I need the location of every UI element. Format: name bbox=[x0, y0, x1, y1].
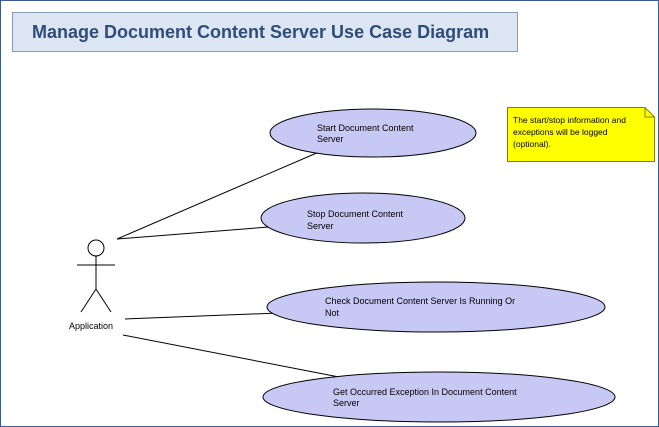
note-shape bbox=[507, 107, 655, 162]
association-line-start bbox=[116, 151, 320, 240]
use-case-label-line1: Stop Document Content bbox=[307, 209, 404, 219]
association-line-check bbox=[124, 312, 280, 320]
use-case-start-server[interactable]: Start Document Content Server bbox=[269, 108, 477, 158]
use-case-stop-server[interactable]: Stop Document Content Server bbox=[260, 192, 466, 244]
use-case-label-line2: Not bbox=[325, 308, 340, 318]
use-case-check-running[interactable]: Check Document Content Server Is Running… bbox=[266, 281, 606, 333]
actor-label: Application bbox=[69, 321, 113, 331]
diagram-title: Manage Document Content Server Use Case … bbox=[12, 12, 518, 52]
actor-application[interactable]: Application bbox=[69, 239, 115, 331]
association-line-exception bbox=[122, 334, 340, 378]
association-line-stop bbox=[116, 226, 270, 240]
note-fold bbox=[644, 107, 655, 118]
actor-head bbox=[87, 239, 105, 257]
note[interactable]: The start/stop information and exception… bbox=[507, 107, 655, 162]
use-case-label-line2: Server bbox=[317, 134, 344, 144]
use-case-label-line2: Server bbox=[333, 398, 360, 408]
actor-left-leg bbox=[80, 288, 97, 313]
use-case-label-line1: Start Document Content bbox=[317, 123, 414, 133]
use-case-ellipse bbox=[266, 281, 606, 333]
use-case-label-line1: Check Document Content Server Is Running… bbox=[325, 296, 515, 306]
actor-right-leg bbox=[95, 288, 112, 313]
use-case-label-line2: Server bbox=[307, 221, 334, 231]
use-case-label-line1: Get Occurred Exception In Document Conte… bbox=[333, 387, 517, 397]
use-case-get-exception[interactable]: Get Occurred Exception In Document Conte… bbox=[262, 371, 616, 423]
use-case-ellipse bbox=[262, 371, 616, 423]
use-case-ellipse bbox=[269, 108, 477, 158]
use-case-ellipse bbox=[260, 192, 466, 244]
note-text: The start/stop information and exception… bbox=[513, 115, 626, 149]
note-body bbox=[507, 107, 655, 162]
